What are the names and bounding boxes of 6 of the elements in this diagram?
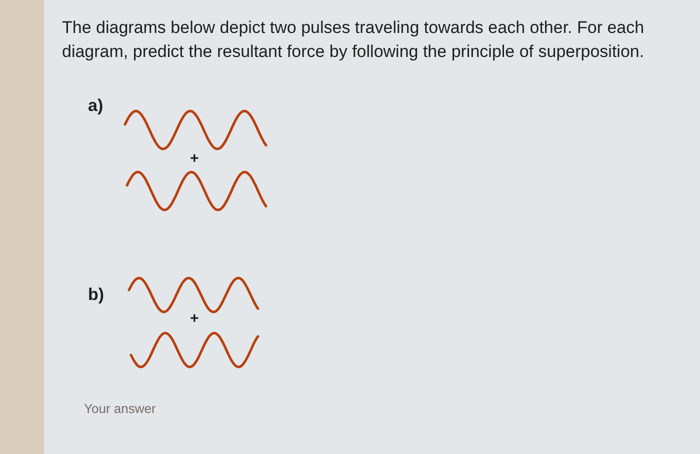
part-label: a) [88, 95, 104, 117]
part-label: b) [88, 284, 104, 306]
question-text: The diagrams below depict two pulses traveling towards each other. For each diagram, predict the resultant force by following the principle of superposition. [62, 17, 646, 63]
plus-sign: + [190, 149, 199, 169]
answer-prompt: Your answer [84, 400, 156, 418]
plus-sign: + [190, 309, 199, 329]
